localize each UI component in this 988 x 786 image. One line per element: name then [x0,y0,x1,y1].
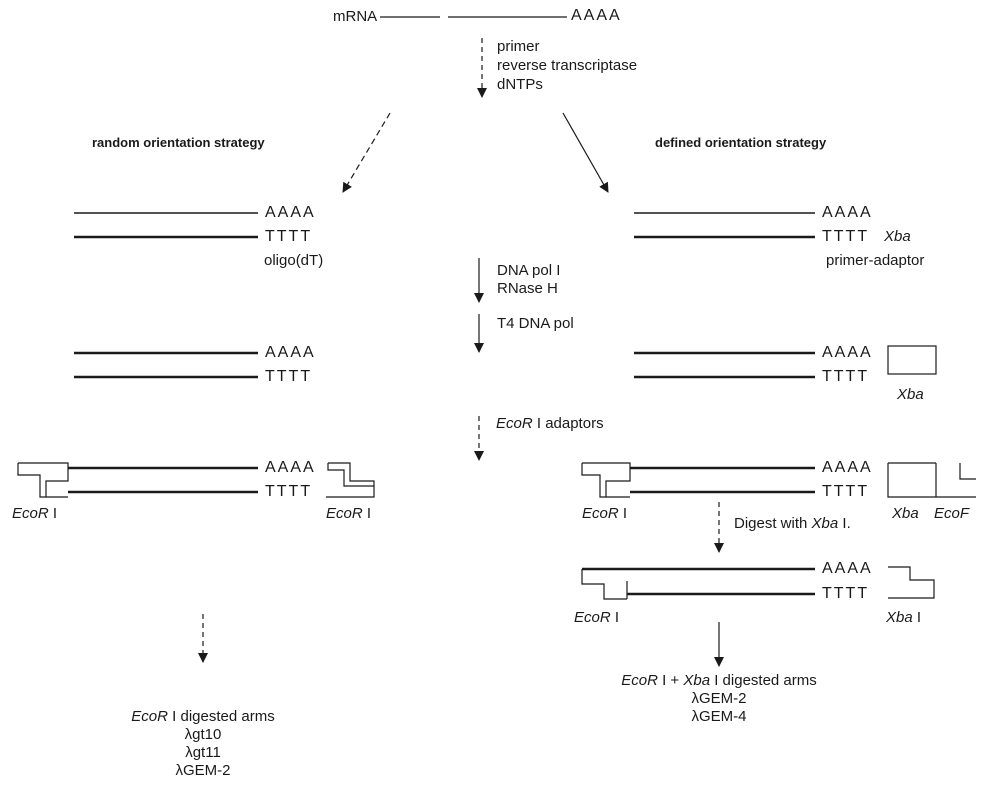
left-vector-1: λgt10 [184,726,222,743]
digest-enzyme: Xba [811,515,839,532]
right-tttt-4: TTTT [822,585,870,602]
step-adaptors-enzyme: EcoR [496,415,533,432]
digested-xbai-label: Xba I [886,609,921,626]
right-aaaa-3: AAAA [822,459,873,476]
right-strategy-heading: defined orientation strategy [655,135,827,150]
digested-xba-i: I [912,609,922,626]
step-t4-dna-pol: T4 DNA pol [497,315,574,332]
left-ecori-label-1: EcoR I [12,505,57,522]
left-tttt-1: TTTT [265,228,313,245]
digest-prefix: Digest with [734,515,812,532]
left-tttt-3: TTTT [265,483,313,500]
right-digested-cdna [581,566,935,600]
right-result-mid: I + [657,672,684,689]
right-ecor: EcoR [582,505,619,522]
xba-site-label: Xba [884,228,911,245]
digested-ecor: EcoR [574,609,611,626]
arrow-to-right [562,112,609,193]
left-vector-2: λgt11 [185,744,221,761]
right-result-rest: I digested arms [710,672,817,689]
right-vector-2: λGEM-4 [691,708,747,725]
left-result-title: EcoR I digested arms [103,708,303,725]
arrow-to-left [342,112,391,193]
left-ecor-1: EcoR [12,505,49,522]
right-result-e1: EcoR [621,672,658,689]
right-first-strand [634,212,815,239]
right-xba-cut-label: Xba [892,505,919,522]
mrna-label: mRNA [333,8,378,25]
step-dna-pol-i: DNA pol I [497,262,561,279]
right-i: I [618,505,628,522]
right-tttt-3: TTTT [822,483,870,500]
left-aaaa-2: AAAA [265,344,316,361]
step1-dntps: dNTPs [497,76,543,93]
right-tttt-1: TTTT [822,228,870,245]
right-ecori-label: EcoR I [582,505,627,522]
step1-primer: primer [497,38,540,55]
left-result-enzyme: EcoR [131,708,168,725]
step-rnase-h: RNase H [497,280,558,297]
left-i-2: I [362,505,372,522]
right-result-e2: Xba [683,672,711,689]
right-ds-cdna [634,345,937,379]
step-digest-xba: Digest with Xba I. [734,515,851,532]
left-ds-cdna [74,351,258,379]
left-aaaa-1: AAAA [265,204,316,221]
right-aaaa-1: AAAA [822,204,873,221]
mrna-polya: AAAA [571,7,622,24]
right-aaaa-2: AAAA [822,344,873,361]
right-adaptor-cdna [581,462,976,498]
left-ecor-2: EcoR [326,505,363,522]
digested-xba: Xba [886,609,913,626]
primer-adaptor-label: primer-adaptor [826,252,925,269]
left-strategy-heading: random orientation strategy [92,135,265,150]
left-result-rest: I digested arms [167,708,275,725]
digested-ecori-label: EcoR I [574,609,619,626]
step1-rt: reverse transcriptase [497,57,638,74]
right-aaaa-4: AAAA [822,560,873,577]
left-aaaa-3: AAAA [265,459,316,476]
xba-box-label: Xba [897,386,924,403]
right-vector-1: λGEM-2 [691,690,747,707]
left-tttt-2: TTTT [265,368,313,385]
step-ecori-adaptors: EcoR I adaptors [496,415,604,432]
right-result-title: EcoR I + Xba I digested arms [579,672,859,689]
digested-i: I [610,609,620,626]
left-first-strand [74,212,258,239]
oligo-dt-label: oligo(dT) [264,252,324,269]
step-adaptors-rest: I adaptors [532,415,604,432]
left-adaptor-cdna [17,462,375,498]
left-vector-3: λGEM-2 [175,762,231,779]
digest-suffix: I. [838,515,851,532]
left-i-1: I [48,505,58,522]
left-ecori-label-2: EcoR I [326,505,371,522]
right-tttt-2: TTTT [822,368,870,385]
right-ecor-cut-label: EcoF [934,505,970,522]
